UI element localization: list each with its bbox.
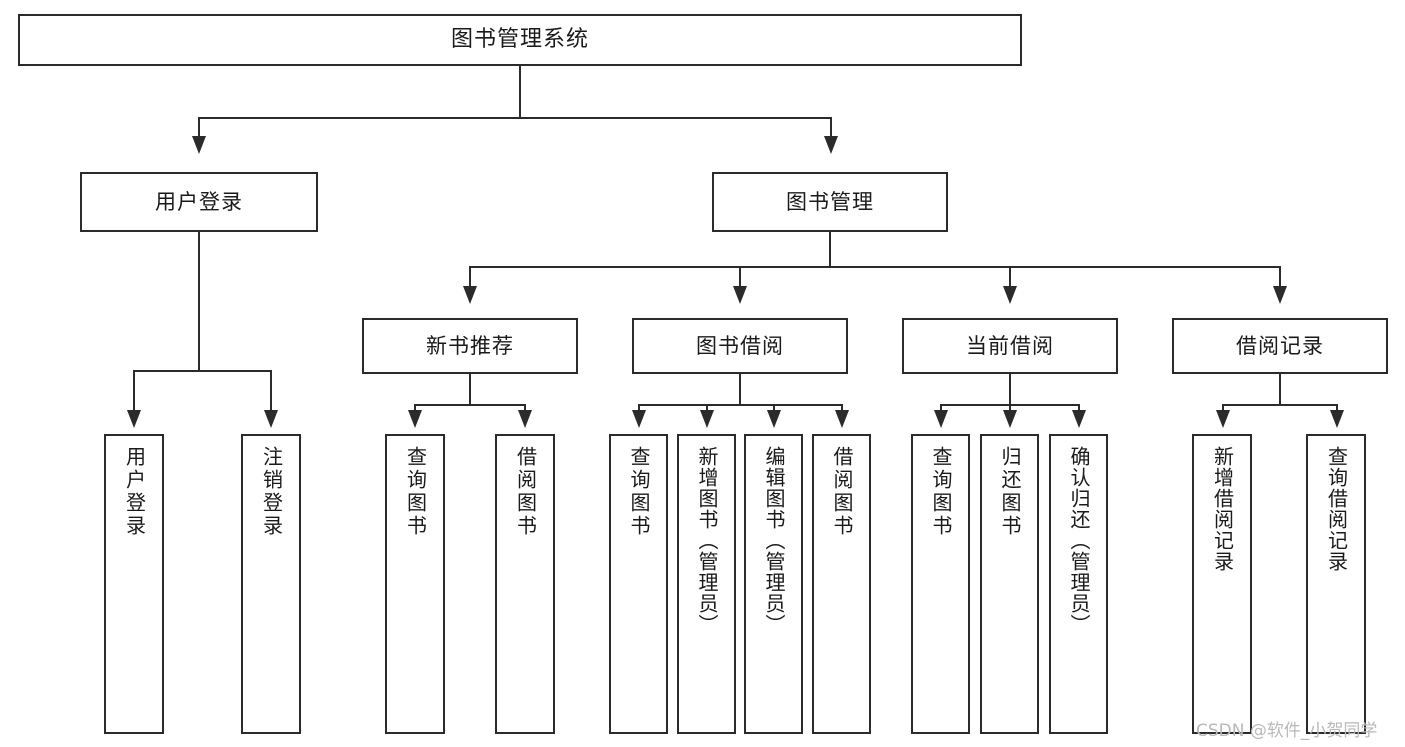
- node-new-book-recommend[interactable]: 新书推荐: [362, 318, 578, 374]
- connector-book-borrow-drop-4: [841, 404, 843, 412]
- connector-level2-drop-1: [198, 117, 200, 139]
- connector-borrow-record-bus: [1222, 404, 1338, 406]
- leaf-borrow-book[interactable]: 借阅图书: [812, 434, 871, 734]
- node-root-system[interactable]: 图书管理系统: [18, 14, 1022, 66]
- leaf-confirm-return-admin[interactable]: 确认归还（管理员）: [1049, 434, 1108, 734]
- arrow-to-user-login: [192, 136, 206, 154]
- arrow-to-leaf-query-record: [1330, 410, 1344, 428]
- node-current-borrow[interactable]: 当前借阅: [902, 318, 1118, 374]
- connector-book-borrow-drop-1: [638, 404, 640, 412]
- arrow-to-current-borrow: [1003, 286, 1017, 304]
- arrow-to-leaf-edit-book: [767, 410, 781, 428]
- node-label: 借阅图书: [513, 446, 538, 538]
- arrow-to-leaf-query-book-2: [632, 410, 646, 428]
- arrow-to-book-borrow: [733, 286, 747, 304]
- arrow-to-leaf-add-record: [1216, 410, 1230, 428]
- connector-book-borrow-drop-3: [773, 404, 775, 412]
- arrow-to-new-book: [463, 286, 477, 304]
- leaf-add-borrow-record[interactable]: 新增借阅记录: [1192, 434, 1252, 734]
- arrow-to-leaf-confirm-return: [1072, 410, 1086, 428]
- connector-current-borrow-drop-3: [1078, 404, 1080, 412]
- arrow-to-leaf-add-book: [700, 410, 714, 428]
- connector-borrow-record-stem: [1279, 374, 1281, 406]
- connector-level3-drop-4: [1279, 266, 1281, 288]
- connector-book-borrow-stem: [739, 374, 741, 406]
- node-label: 编辑图书（管理员）: [762, 446, 786, 635]
- leaf-edit-book-admin[interactable]: 编辑图书（管理员）: [744, 434, 803, 734]
- connector-level3-drop-3: [1009, 266, 1011, 288]
- connector-book-borrow-bus: [638, 404, 842, 406]
- node-label: 查询图书: [929, 446, 953, 538]
- node-label: 图书管理: [786, 189, 874, 214]
- csdn-watermark: CSDN @软件_小贺同学: [1196, 721, 1378, 741]
- arrow-to-book-manage: [824, 136, 838, 154]
- connector-user-login-stem: [198, 232, 200, 371]
- node-label: 注销登录: [259, 446, 284, 538]
- node-label: 归还图书: [998, 446, 1022, 538]
- arrow-to-leaf-user-login: [127, 410, 141, 428]
- node-label: 新增借阅记录: [1210, 446, 1235, 572]
- node-label: 查询图书: [403, 446, 428, 538]
- node-label: 新增图书（管理员）: [695, 446, 719, 635]
- leaf-return-book[interactable]: 归还图书: [980, 434, 1039, 734]
- connector-level3-drop-2: [739, 266, 741, 288]
- leaf-logout[interactable]: 注销登录: [241, 434, 301, 734]
- node-label: 当前借阅: [966, 333, 1054, 358]
- connector-book-manage-stem: [829, 232, 831, 268]
- connector-user-login-bus: [133, 370, 270, 372]
- node-label: 新书推荐: [426, 333, 514, 358]
- connector-root-stem: [519, 66, 521, 118]
- node-label: 用户登录: [155, 189, 243, 214]
- connector-borrow-record-drop-1: [1222, 404, 1224, 412]
- connector-current-borrow-drop-1: [940, 404, 942, 412]
- connector-level2-bus: [198, 117, 831, 119]
- leaf-query-book-current[interactable]: 查询图书: [911, 434, 970, 734]
- connector-user-login-drop-1: [133, 370, 135, 412]
- node-label: 图书借阅: [696, 333, 784, 358]
- node-label: 借阅图书: [830, 446, 854, 538]
- connector-book-borrow-drop-2: [706, 404, 708, 412]
- arrow-to-leaf-borrow-book-1: [518, 410, 532, 428]
- node-borrow-record[interactable]: 借阅记录: [1172, 318, 1388, 374]
- connector-borrow-record-drop-2: [1336, 404, 1338, 412]
- arrow-to-borrow-record: [1273, 286, 1287, 304]
- arrow-to-leaf-query-book-1: [408, 410, 422, 428]
- connector-new-book-drop-1: [414, 404, 416, 412]
- connector-current-borrow-stem: [1009, 374, 1011, 406]
- node-label: 确认归还（管理员）: [1067, 446, 1091, 635]
- connector-new-book-stem: [469, 374, 471, 406]
- connector-user-login-drop-2: [270, 370, 272, 412]
- connector-level3-drop-1: [469, 266, 471, 288]
- leaf-borrow-book-new[interactable]: 借阅图书: [495, 434, 555, 734]
- arrow-to-leaf-borrow-book-2: [835, 410, 849, 428]
- node-label: 图书管理系统: [450, 27, 589, 53]
- arrow-to-leaf-query-book-3: [934, 410, 948, 428]
- node-label: 查询借阅记录: [1324, 446, 1349, 572]
- leaf-user-login[interactable]: 用户登录: [104, 434, 164, 734]
- leaf-query-book-new[interactable]: 查询图书: [385, 434, 445, 734]
- node-label: 查询图书: [627, 446, 651, 538]
- connector-new-book-drop-2: [524, 404, 526, 412]
- connector-level2-drop-2: [830, 117, 832, 139]
- connector-current-borrow-drop-2: [1009, 404, 1011, 412]
- node-user-login[interactable]: 用户登录: [80, 172, 318, 232]
- connector-new-book-bus: [414, 404, 526, 406]
- arrow-to-leaf-return-book: [1003, 410, 1017, 428]
- node-label: 用户登录: [122, 446, 147, 538]
- node-book-borrow[interactable]: 图书借阅: [632, 318, 848, 374]
- node-label: 借阅记录: [1236, 333, 1324, 358]
- leaf-query-book-borrow[interactable]: 查询图书: [609, 434, 668, 734]
- leaf-query-borrow-record[interactable]: 查询借阅记录: [1306, 434, 1366, 734]
- leaf-add-book-admin[interactable]: 新增图书（管理员）: [677, 434, 736, 734]
- node-book-management[interactable]: 图书管理: [712, 172, 948, 232]
- arrow-to-leaf-logout: [264, 410, 278, 428]
- connector-level3-bus: [469, 266, 1281, 268]
